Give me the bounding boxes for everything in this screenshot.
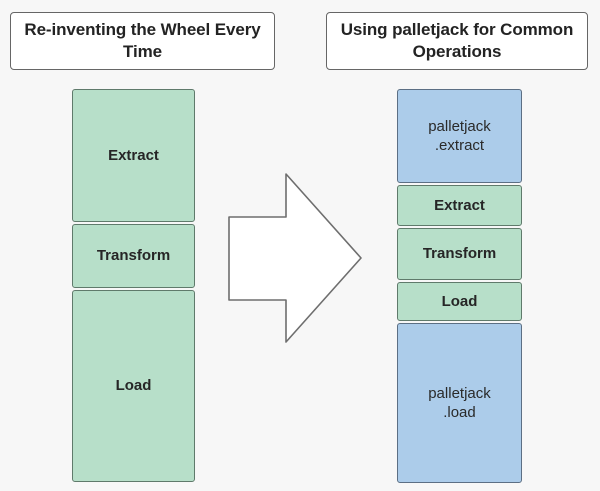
right-block-load: Load <box>397 282 522 321</box>
left-panel-title: Re-inventing the Wheel Every Time <box>10 12 275 70</box>
right-arrow-icon <box>227 172 363 344</box>
right-block-palletjack-extract: palletjack .extract <box>397 89 522 183</box>
right-block-palletjack-load: palletjack .load <box>397 323 522 483</box>
left-block-extract: Extract <box>72 89 195 222</box>
right-panel-title: Using palletjack for Common Operations <box>326 12 588 70</box>
right-block-extract: Extract <box>397 185 522 226</box>
right-block-transform: Transform <box>397 228 522 280</box>
left-block-load: Load <box>72 290 195 482</box>
right-stack: palletjack .extract Extract Transform Lo… <box>397 89 522 483</box>
left-stack: Extract Transform Load <box>72 89 195 482</box>
left-block-transform: Transform <box>72 224 195 288</box>
